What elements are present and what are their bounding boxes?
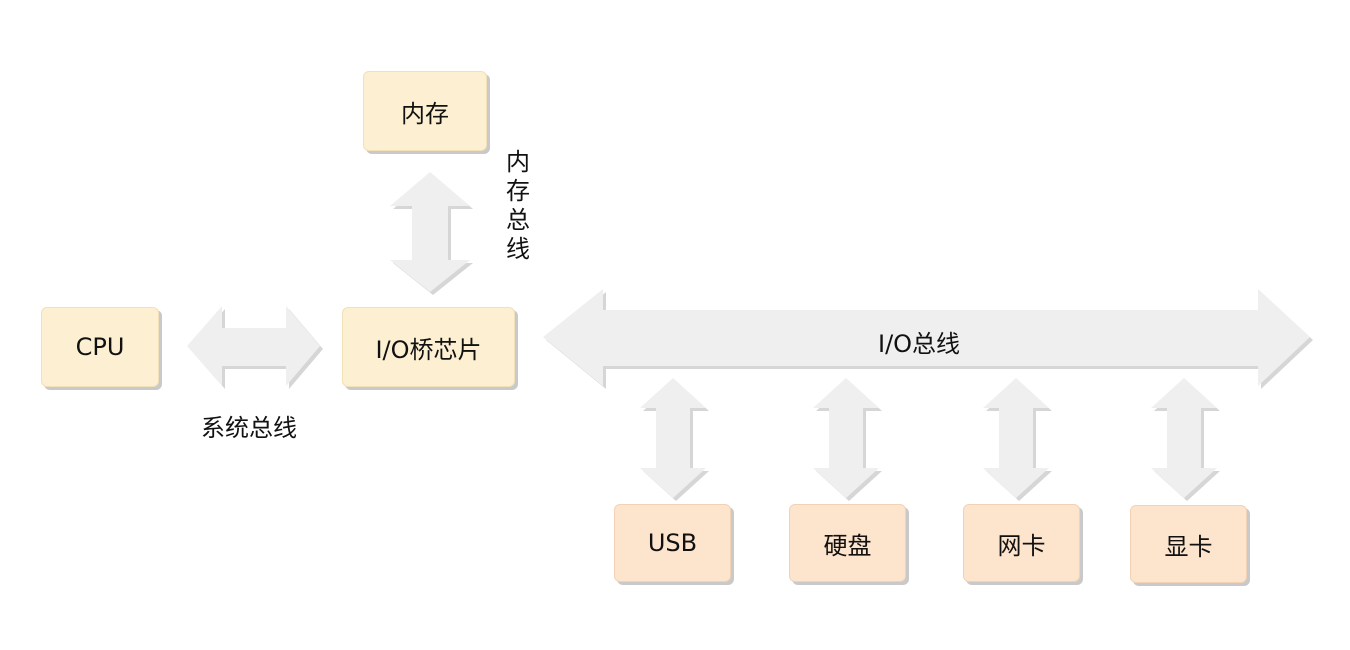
memory-box: 内存 bbox=[363, 71, 487, 151]
hard-disk-label: 硬盘 bbox=[823, 531, 872, 560]
memory-bus-label: 内存总线 bbox=[506, 148, 530, 263]
hard-disk-connector-arrow bbox=[813, 378, 882, 501]
cpu-box: CPU bbox=[41, 307, 159, 387]
hard-disk-box: 硬盘 bbox=[789, 504, 906, 582]
io-bus-label: I/O总线 bbox=[878, 330, 961, 358]
memory-label: 内存 bbox=[401, 99, 449, 128]
memory-bus-arrow bbox=[390, 172, 473, 295]
system-bus-label: 系统总线 bbox=[201, 414, 297, 442]
cpu-label: CPU bbox=[75, 333, 125, 361]
usb-box: USB bbox=[614, 504, 731, 582]
gpu-label: 显卡 bbox=[1164, 532, 1213, 561]
nic-connector-arrow bbox=[983, 378, 1052, 501]
io-bridge-box: I/O桥芯片 bbox=[342, 307, 515, 387]
gpu-box: 显卡 bbox=[1130, 505, 1247, 583]
nic-label: 网卡 bbox=[997, 531, 1046, 560]
io-bridge-label: I/O桥芯片 bbox=[375, 335, 482, 364]
io-bus-arrow bbox=[543, 289, 1313, 389]
gpu-connector-arrow bbox=[1151, 378, 1220, 501]
nic-box: 网卡 bbox=[963, 504, 1080, 582]
system-bus-arrow bbox=[187, 306, 323, 389]
usb-connector-arrow bbox=[640, 378, 709, 501]
usb-label: USB bbox=[647, 529, 698, 557]
